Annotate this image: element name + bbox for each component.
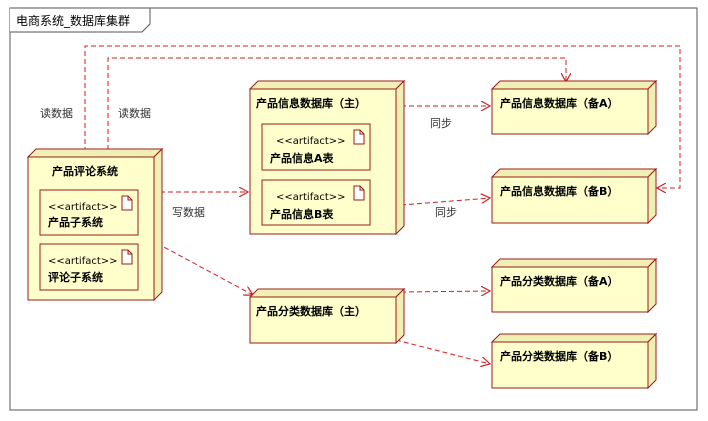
artifact-name: 产品信息A表	[270, 151, 335, 165]
diagram-frame: 电商系统_数据库集群	[9, 7, 698, 411]
node-category-backup-a[interactable]: 产品分类数据库（备A）	[490, 257, 658, 314]
node-category-backup-b-title: 产品分类数据库（备B）	[500, 349, 618, 363]
artifact-name: 产品子系统	[48, 215, 103, 229]
document-icon	[353, 129, 365, 145]
frame-title: 电商系统_数据库集群	[16, 13, 130, 28]
label-write-data: 写数据	[172, 205, 205, 219]
node-review-system[interactable]: 产品评论系统 <<artifact>> 产品子系统 <<artifact>> 评…	[26, 147, 164, 302]
artifact-stereotype: <<artifact>>	[48, 202, 118, 213]
artifact-review-subsystem[interactable]: <<artifact>> 评论子系统	[39, 243, 139, 291]
edge-sync-category-b	[395, 339, 490, 364]
artifact-info-table-b[interactable]: <<artifact>> 产品信息B表	[261, 179, 371, 226]
node-info-backup-b-title: 产品信息数据库（备B）	[500, 184, 618, 198]
label-read-data-1: 读数据	[40, 106, 73, 120]
node-category-master-title: 产品分类数据库（主）	[256, 304, 366, 318]
edge-sync-category-a	[400, 291, 490, 292]
edge-to-category	[135, 231, 253, 295]
node-info-backup-a[interactable]: 产品信息数据库（备A）	[490, 79, 658, 136]
node-info-master-title: 产品信息数据库（主）	[256, 96, 366, 110]
artifact-stereotype: <<artifact>>	[276, 192, 346, 203]
label-read-data-2: 读数据	[118, 106, 151, 120]
edge-read-backup-a	[84, 45, 681, 192]
document-icon	[121, 249, 133, 265]
label-sync-1: 同步	[430, 117, 452, 130]
node-review-system-title: 产品评论系统	[52, 164, 118, 178]
artifact-stereotype: <<artifact>>	[48, 256, 118, 267]
node-category-backup-b[interactable]: 产品分类数据库（备B）	[490, 332, 658, 390]
node-category-backup-a-title: 产品分类数据库（备A）	[500, 274, 619, 288]
artifact-product-subsystem[interactable]: <<artifact>> 产品子系统	[39, 189, 139, 236]
node-info-backup-b[interactable]: 产品信息数据库（备B）	[490, 167, 658, 225]
artifact-info-table-a[interactable]: <<artifact>> 产品信息A表	[261, 123, 371, 171]
document-icon	[121, 195, 133, 211]
node-category-master[interactable]: 产品分类数据库（主）	[248, 287, 406, 345]
document-icon	[353, 185, 365, 201]
node-info-master[interactable]: 产品信息数据库（主） <<artifact>> 产品信息A表 <<artifac…	[248, 79, 406, 236]
artifact-stereotype: <<artifact>>	[276, 136, 346, 147]
artifact-name: 评论子系统	[48, 270, 103, 284]
edges	[84, 45, 681, 364]
node-info-backup-a-title: 产品信息数据库（备A）	[500, 96, 619, 110]
edge-read-backup-b	[107, 57, 566, 150]
artifact-name: 产品信息B表	[270, 207, 334, 221]
edge-sync-info-b	[400, 198, 490, 206]
label-sync-2: 同步	[435, 206, 457, 219]
